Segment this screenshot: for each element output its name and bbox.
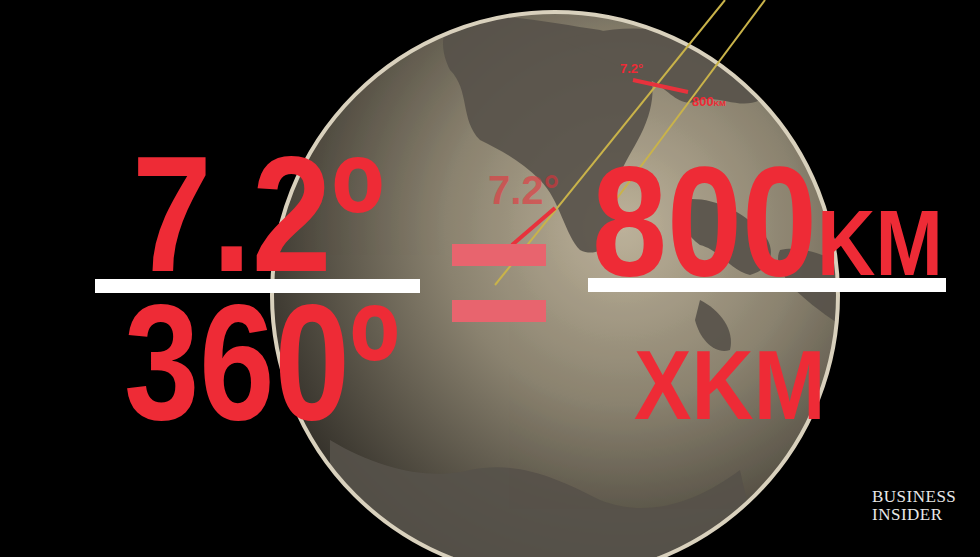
text-part: 800 bbox=[692, 94, 714, 109]
angle-label-faded: 7.2° bbox=[488, 170, 560, 210]
text-part: KM bbox=[817, 191, 943, 295]
angle-ray bbox=[512, 208, 555, 245]
big-number: 7.2º bbox=[132, 132, 384, 297]
text-part: KM bbox=[714, 99, 726, 108]
distance-label: 800KM bbox=[692, 95, 726, 108]
angle-label: 7.2° bbox=[620, 62, 643, 75]
big-distance: 800KM bbox=[592, 144, 943, 299]
arc-segment bbox=[633, 80, 688, 92]
text-part: 800 bbox=[592, 135, 817, 308]
equals-sign bbox=[452, 244, 546, 266]
watermark: BUSINESS INSIDER bbox=[872, 488, 964, 524]
big-number: 360º bbox=[124, 280, 399, 445]
equals-sign bbox=[452, 300, 546, 322]
big-distance: XKM bbox=[634, 280, 825, 445]
text-part: XKM bbox=[634, 329, 825, 440]
